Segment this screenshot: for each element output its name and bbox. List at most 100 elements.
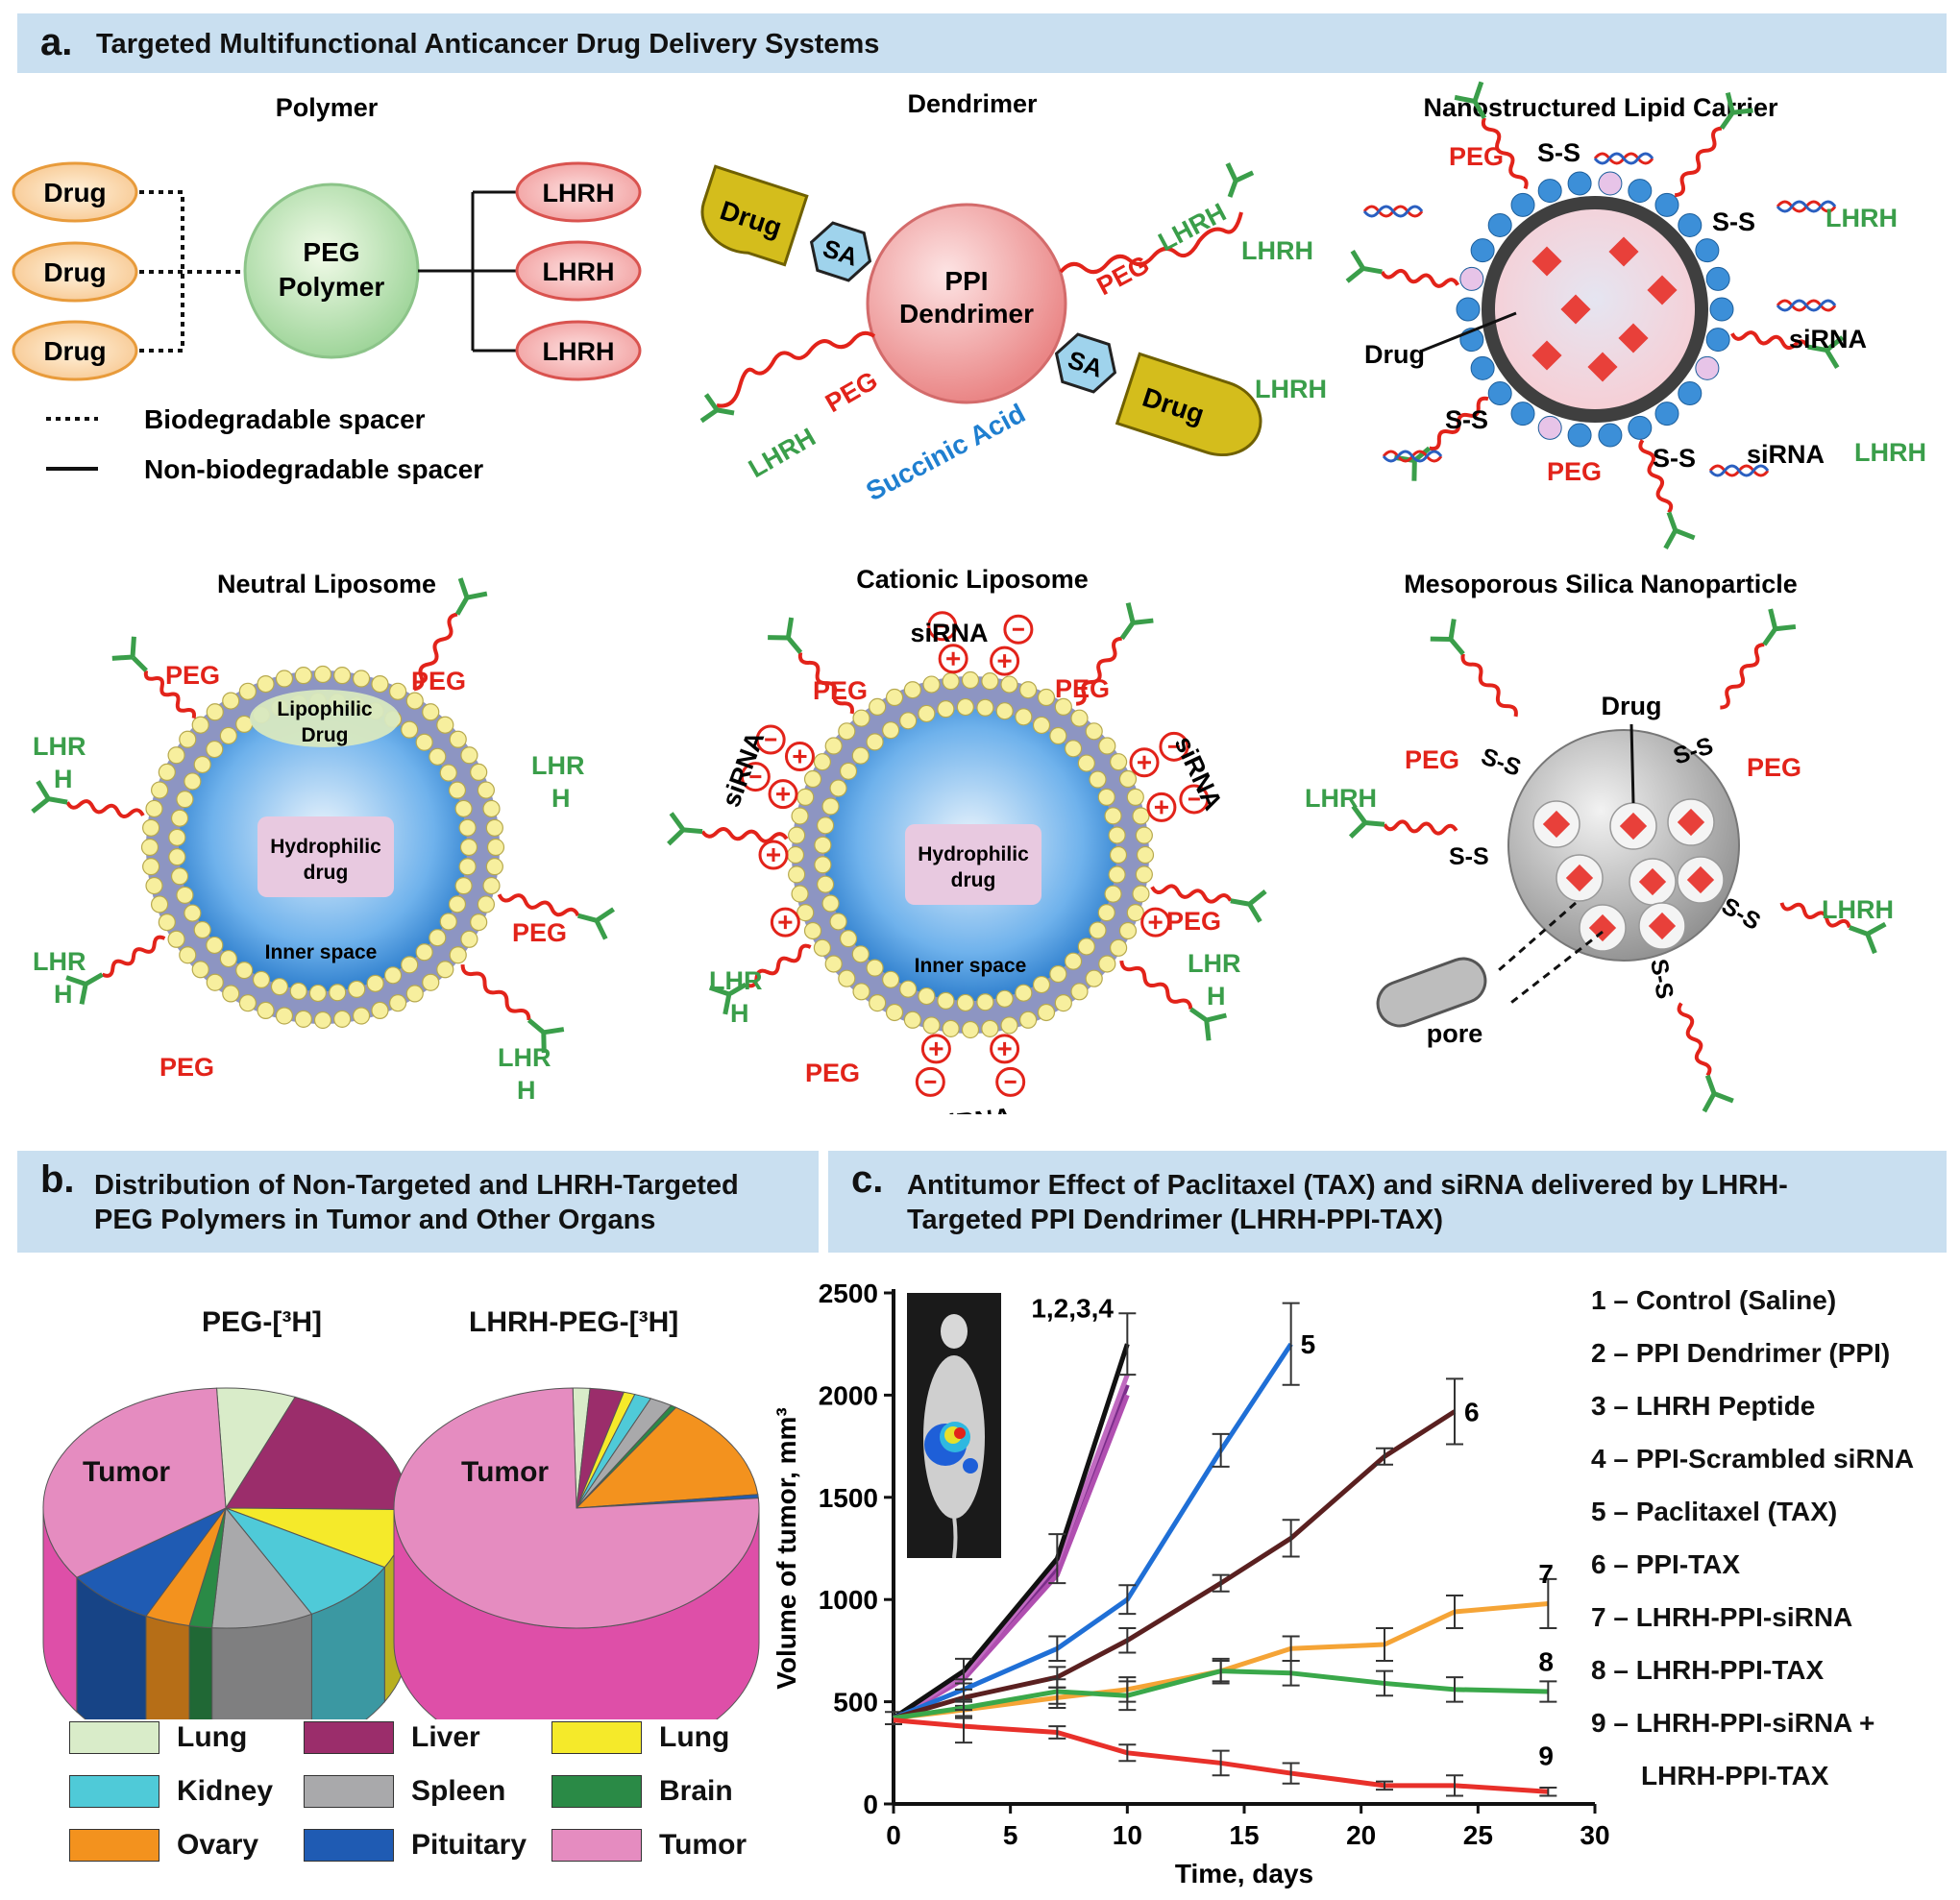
x-tick-label: 5 [1003,1820,1018,1850]
series-label-8: 8 [1538,1647,1554,1677]
lipid-head [1456,297,1481,322]
lipid-head [1110,938,1128,957]
lhrh-ligand [31,780,68,814]
y-tick-label: 1000 [819,1585,878,1615]
lipid-head [1019,681,1038,699]
lipid-head [448,895,467,913]
lipid-head [981,1019,999,1037]
svg-text:H: H [54,765,73,793]
lipid-head [1628,179,1653,204]
lipid-head [1654,402,1679,426]
lipid-head [448,781,467,799]
lipid-head [1537,415,1562,440]
lipid-head [788,865,806,884]
lipid-head [1098,955,1116,973]
svg-text:LHRH: LHRH [1305,784,1377,813]
lipid-head [308,984,328,1003]
lipid-head [482,876,501,895]
svg-text:PEG: PEG [1055,674,1110,703]
lipid-head [956,697,974,717]
lipid-head [824,737,843,755]
svg-text:S-S: S-S [1670,732,1716,770]
sa-hexagon-left: SA [809,221,872,282]
lipid-head [294,1010,312,1028]
lipid-head [813,753,831,771]
svg-text:siRNA: siRNA [933,1103,1014,1114]
lipid-head [1037,688,1056,707]
legend-non-biodegradable: Non-biodegradable spacer [144,454,483,484]
lhrh-ligand [1702,1074,1734,1113]
peg-chain [1638,439,1674,514]
lipid-head [1126,788,1144,806]
lipid-head [151,781,169,799]
lipid-head [796,904,815,922]
pie-1-tumor-label: Tumor [83,1456,171,1488]
lipid-head [1109,845,1128,865]
svg-text:LHRH: LHRH [1154,198,1231,257]
svg-text:PEG: PEG [1449,142,1504,171]
lipid-head [352,670,371,688]
lipid-head [922,1016,941,1035]
svg-text:LHRH: LHRH [543,337,615,366]
svg-text:PEG: PEG [1547,457,1602,486]
svg-text:PEG: PEG [165,661,220,690]
lipid-head [436,716,454,734]
dendrimer-drug-left: Drug [700,164,809,267]
lipid-head [485,858,503,876]
lipid-head [1537,179,1562,204]
panel-c-letter: c. [851,1158,884,1201]
drug-crystal [1531,340,1562,371]
series-9: 9 [893,1709,1557,1797]
lipid-head [275,1007,294,1025]
legend-swatch [304,1721,394,1754]
lhrh-ligand [1348,804,1385,839]
error-bar [1212,1749,1230,1777]
lipid-head [1070,983,1089,1001]
lipid-head [1598,171,1623,196]
svg-text:LHRH: LHRH [744,423,821,483]
hydrophilic-drug-box-cationic [905,824,1041,905]
panel-b-title-1: Distribution of Non-Targeted and LHRH-Ta… [94,1170,739,1201]
polymer-drug-2: Drug [12,241,138,303]
drug-crystal [1686,865,1715,894]
lipid-head [333,1010,352,1028]
svg-text:LHR: LHR [531,751,585,780]
lipid-head [1019,1011,1038,1029]
series-label-6: 6 [1464,1397,1480,1426]
pie-2-title: LHRH-PEG-[³H] [469,1306,679,1338]
lipid-head [176,886,194,904]
peg-chain [413,612,458,692]
lipid-head [422,703,440,721]
svg-text:LHRH: LHRH [1854,438,1926,467]
lipid-head [1085,722,1103,741]
peg-chain [745,943,812,988]
lipid-head [852,709,870,727]
svg-text:PEG: PEG [805,1059,860,1087]
lipid-head [477,895,495,913]
lipid-head [937,700,955,719]
svg-text:LHR: LHR [498,1043,551,1072]
series-legend-3: 3 – LHRH Peptide [1591,1391,1816,1421]
polymer-lhrh-2: LHRH [515,240,642,302]
lipid-head [1037,1003,1056,1022]
lipid-head [1104,807,1122,825]
svg-text:PEG: PEG [303,237,359,267]
lipid-head [1567,171,1592,196]
polymer-lhrh-1: LHRH [515,161,642,223]
error-bar [1282,1762,1300,1785]
lipid-head [252,970,271,988]
svg-text:PEG: PEG [813,676,868,705]
series-legend-8: 8 – LHRH-PPI-TAX [1591,1655,1825,1685]
svg-text:siRNA: siRNA [1747,440,1825,469]
series-label-1: 1,2,3,4 [1031,1294,1114,1324]
lipid-head [903,1011,921,1029]
error-bar [1118,1743,1137,1763]
drug-crystal [1647,275,1678,305]
lipid-head [460,930,478,948]
lipid-head [866,733,884,751]
legend-swatch [69,1775,159,1808]
peg-chain [1383,819,1458,836]
peg-chain [1481,117,1529,190]
lipid-head [235,962,254,980]
